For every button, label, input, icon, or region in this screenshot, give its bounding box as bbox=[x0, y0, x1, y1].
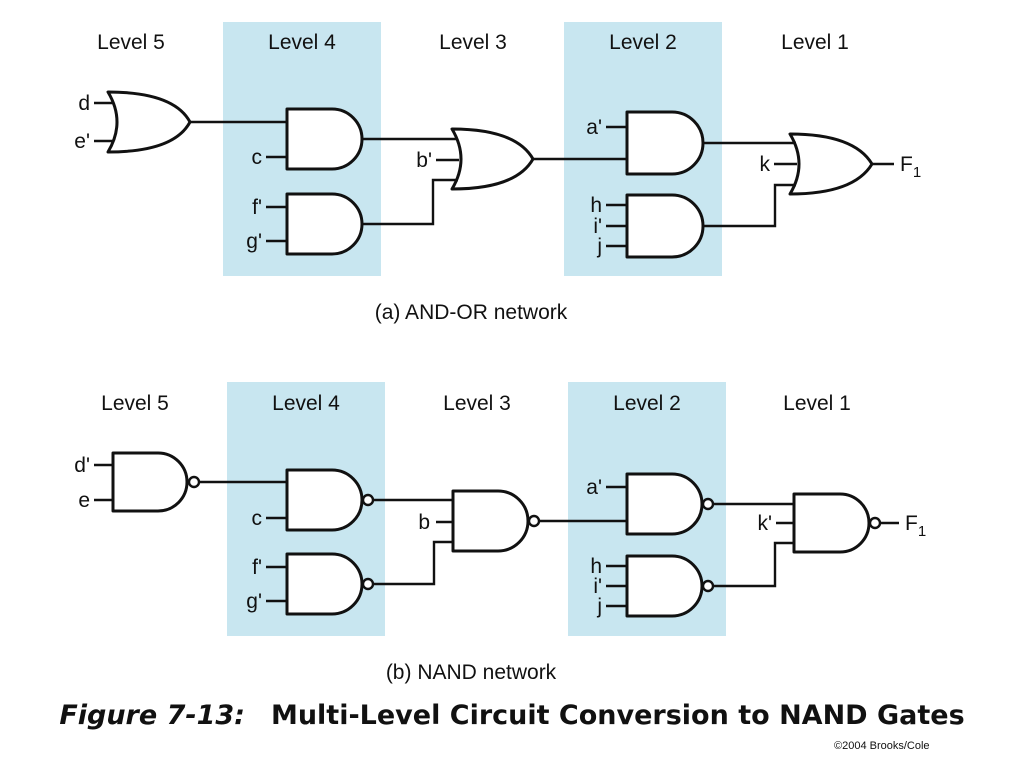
figure-caption: Figure 7-13: Multi-Level Circuit Conversi… bbox=[0, 700, 1024, 731]
inversion-bubble bbox=[361, 493, 375, 507]
or-gate-level-5 bbox=[106, 90, 192, 154]
wires-nand bbox=[94, 463, 899, 608]
input-label-c: c bbox=[252, 507, 263, 530]
input-label-e: e bbox=[78, 489, 90, 512]
level-5-label: Level 5 bbox=[101, 392, 169, 415]
nand-network: Level 5 Level 4 Level 3 Level 2 Level 1 bbox=[74, 382, 926, 684]
input-label-a: a' bbox=[586, 116, 602, 139]
and-gate-level-4-bottom bbox=[285, 192, 364, 256]
figure-title: Multi-Level Circuit Conversion to NAND G… bbox=[270, 700, 965, 731]
input-label-d: d bbox=[78, 92, 90, 115]
inversion-bubble bbox=[361, 577, 375, 591]
nand-gate-level-4-top bbox=[285, 468, 364, 532]
inversion-bubble bbox=[187, 475, 201, 489]
input-label-j: j bbox=[596, 235, 602, 258]
nand-gate-level-3 bbox=[451, 489, 530, 553]
input-label-f: f' bbox=[252, 196, 262, 219]
input-label-g: g' bbox=[246, 230, 262, 253]
or-gate-level-3 bbox=[450, 127, 535, 191]
and-gate-level-4-top bbox=[285, 107, 364, 171]
input-label-b: b bbox=[418, 511, 430, 534]
input-label-c: c bbox=[252, 146, 263, 169]
output-label: F1 bbox=[900, 153, 921, 181]
figure-number: Figure 7-13: bbox=[59, 700, 245, 731]
level-1-label: Level 1 bbox=[781, 31, 849, 54]
input-label-e: e' bbox=[74, 130, 90, 153]
level-4-label: Level 4 bbox=[272, 392, 340, 415]
nand-gate-level-1 bbox=[792, 492, 871, 554]
output-label: F1 bbox=[905, 512, 926, 540]
level-1-label: Level 1 bbox=[783, 392, 851, 415]
input-label-h: h bbox=[590, 555, 602, 578]
input-label-h: h bbox=[590, 194, 602, 217]
level-5-label: Level 5 bbox=[97, 31, 165, 54]
and-gate-level-2-top bbox=[625, 110, 705, 176]
input-label-i: i' bbox=[593, 215, 602, 238]
input-label-k: k' bbox=[757, 512, 772, 535]
and-or-network: Level 5 Level 4 Level 3 Level 2 Level 1 bbox=[74, 22, 921, 324]
nand-gate-level-4-bottom bbox=[285, 552, 364, 616]
caption-a: (a) AND-OR network bbox=[375, 301, 568, 324]
and-gate-level-2-bottom bbox=[625, 193, 705, 259]
nand-gate-level-5 bbox=[111, 451, 189, 513]
level-2-label: Level 2 bbox=[613, 392, 681, 415]
level-2-label: Level 2 bbox=[609, 31, 677, 54]
copyright-notice: ©2004 Brooks/Cole bbox=[834, 740, 930, 752]
input-label-a: a' bbox=[586, 476, 602, 499]
wires-and-or bbox=[94, 101, 894, 248]
nand-gate-level-2-bottom bbox=[625, 554, 704, 618]
input-label-i: i' bbox=[593, 575, 602, 598]
inversion-bubble bbox=[701, 497, 715, 511]
inversion-bubble bbox=[868, 516, 882, 530]
nand-gate-level-2-top bbox=[625, 472, 704, 536]
input-label-j: j bbox=[596, 595, 602, 618]
input-label-b: b' bbox=[416, 149, 432, 172]
input-label-f: f' bbox=[252, 556, 262, 579]
level-3-label: Level 3 bbox=[439, 31, 507, 54]
inversion-bubble bbox=[701, 579, 715, 593]
inversion-bubble bbox=[527, 514, 541, 528]
level-4-label: Level 4 bbox=[268, 31, 336, 54]
input-label-g: g' bbox=[246, 590, 262, 613]
or-gate-level-1 bbox=[788, 132, 874, 196]
input-label-d: d' bbox=[74, 454, 90, 477]
input-label-k: k bbox=[760, 153, 771, 176]
level-3-label: Level 3 bbox=[443, 392, 511, 415]
caption-b: (b) NAND network bbox=[386, 661, 557, 684]
